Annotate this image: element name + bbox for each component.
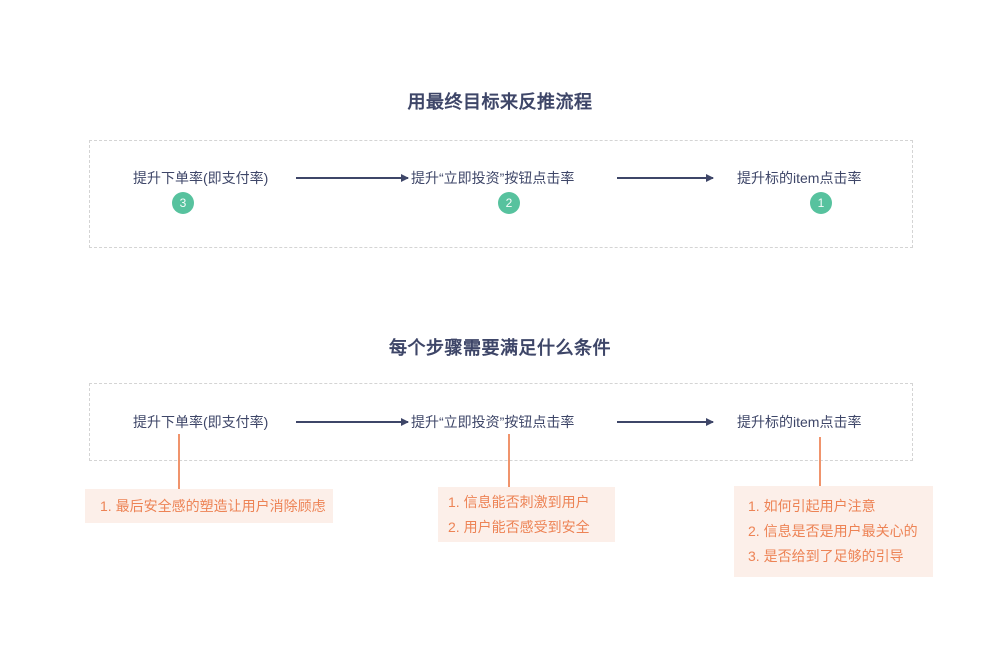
goal-flow-box (89, 140, 913, 248)
note-line: 1. 信息能否刺激到用户 (448, 493, 590, 510)
goal-step-1-order-badge: 3 (172, 192, 194, 214)
step-1-notes-box: 1. 最后安全感的塑造让用户消除顾虑 (85, 489, 333, 523)
conditions-section-title: 每个步骤需要满足什么条件 (389, 338, 611, 358)
connector-line (508, 434, 510, 487)
goal-step-3-label: 提升标的item点击率 (737, 170, 862, 186)
goal-step-1-label: 提升下单率(即支付率) (133, 170, 269, 186)
goal-step-2-label: 提升“立即投资”按钮点击率 (411, 170, 575, 186)
arrow-right-icon (617, 174, 714, 181)
step-3-notes-box: 1. 如何引起用户注意 2. 信息是否是用户最关心的 3. 是否给到了足够的引导 (734, 486, 933, 577)
arrow-right-icon (296, 418, 409, 425)
goal-step-2-order-badge: 2 (498, 192, 520, 214)
note-line: 2. 信息是否是用户最关心的 (748, 523, 918, 539)
goal-step-3-order-badge: 1 (810, 192, 832, 214)
note-line: 1. 如何引起用户注意 (748, 498, 876, 514)
note-line: 3. 是否给到了足够的引导 (748, 548, 904, 564)
conditions-step-1-label: 提升下单率(即支付率) (133, 414, 269, 430)
conditions-flow-box (89, 383, 913, 461)
step-2-notes-box: 1. 信息能否刺激到用户 2. 用户能否感受到安全 (438, 487, 615, 542)
conditions-step-2-label: 提升“立即投资”按钮点击率 (411, 414, 575, 430)
arrow-right-icon (296, 174, 409, 181)
arrow-right-icon (617, 418, 714, 425)
connector-line (819, 437, 821, 486)
connector-line (178, 434, 180, 489)
goal-section-title: 用最终目标来反推流程 (407, 92, 593, 112)
note-line: 1. 最后安全感的塑造让用户消除顾虑 (100, 497, 326, 514)
conditions-step-3-label: 提升标的item点击率 (737, 414, 862, 430)
note-line: 2. 用户能否感受到安全 (448, 518, 590, 535)
